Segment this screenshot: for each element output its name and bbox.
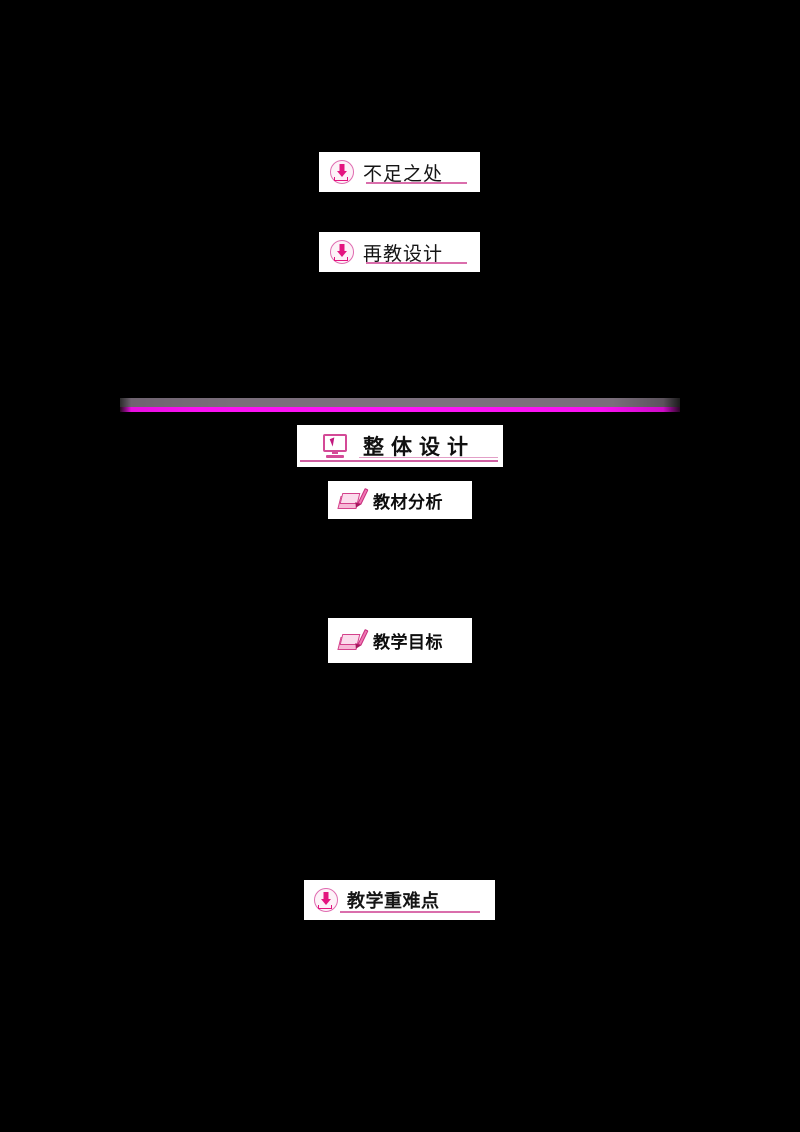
monitor-cursor-icon [323,434,349,458]
pen-notepad-icon [337,487,369,512]
heading-underline [340,911,480,913]
section-heading-label: 再教设计 [363,242,444,265]
heading-rule-upper [359,456,498,458]
circle-down-arrow-icon [330,160,354,184]
section-heading-label: 不足之处 [363,162,444,185]
circle-down-arrow-icon [314,888,338,912]
divider-bottom-band [120,407,680,412]
section-heading-reteach-design[interactable]: 再教设计 [319,232,480,272]
heading-underline [366,182,467,184]
heading-underline [366,262,467,264]
section-divider-bar [120,398,680,412]
section-heading-label: 教学目标 [373,633,443,653]
section-heading-shortcomings[interactable]: 不足之处 [319,152,480,192]
section-heading-overall-design[interactable]: 整体设计 [297,425,503,467]
section-heading-key-difficult-points[interactable]: 教学重难点 [304,880,495,920]
section-heading-teaching-objectives[interactable]: 教学目标 [328,618,472,663]
section-heading-label: 教学重难点 [347,891,440,912]
section-heading-material-analysis[interactable]: 教材分析 [328,481,472,519]
heading-rule-lower [300,460,498,462]
divider-top-band [120,398,680,407]
section-heading-label: 整体设计 [363,434,475,459]
pen-notepad-icon [337,628,369,653]
section-heading-label: 教材分析 [373,492,443,513]
circle-down-arrow-icon [330,240,354,264]
